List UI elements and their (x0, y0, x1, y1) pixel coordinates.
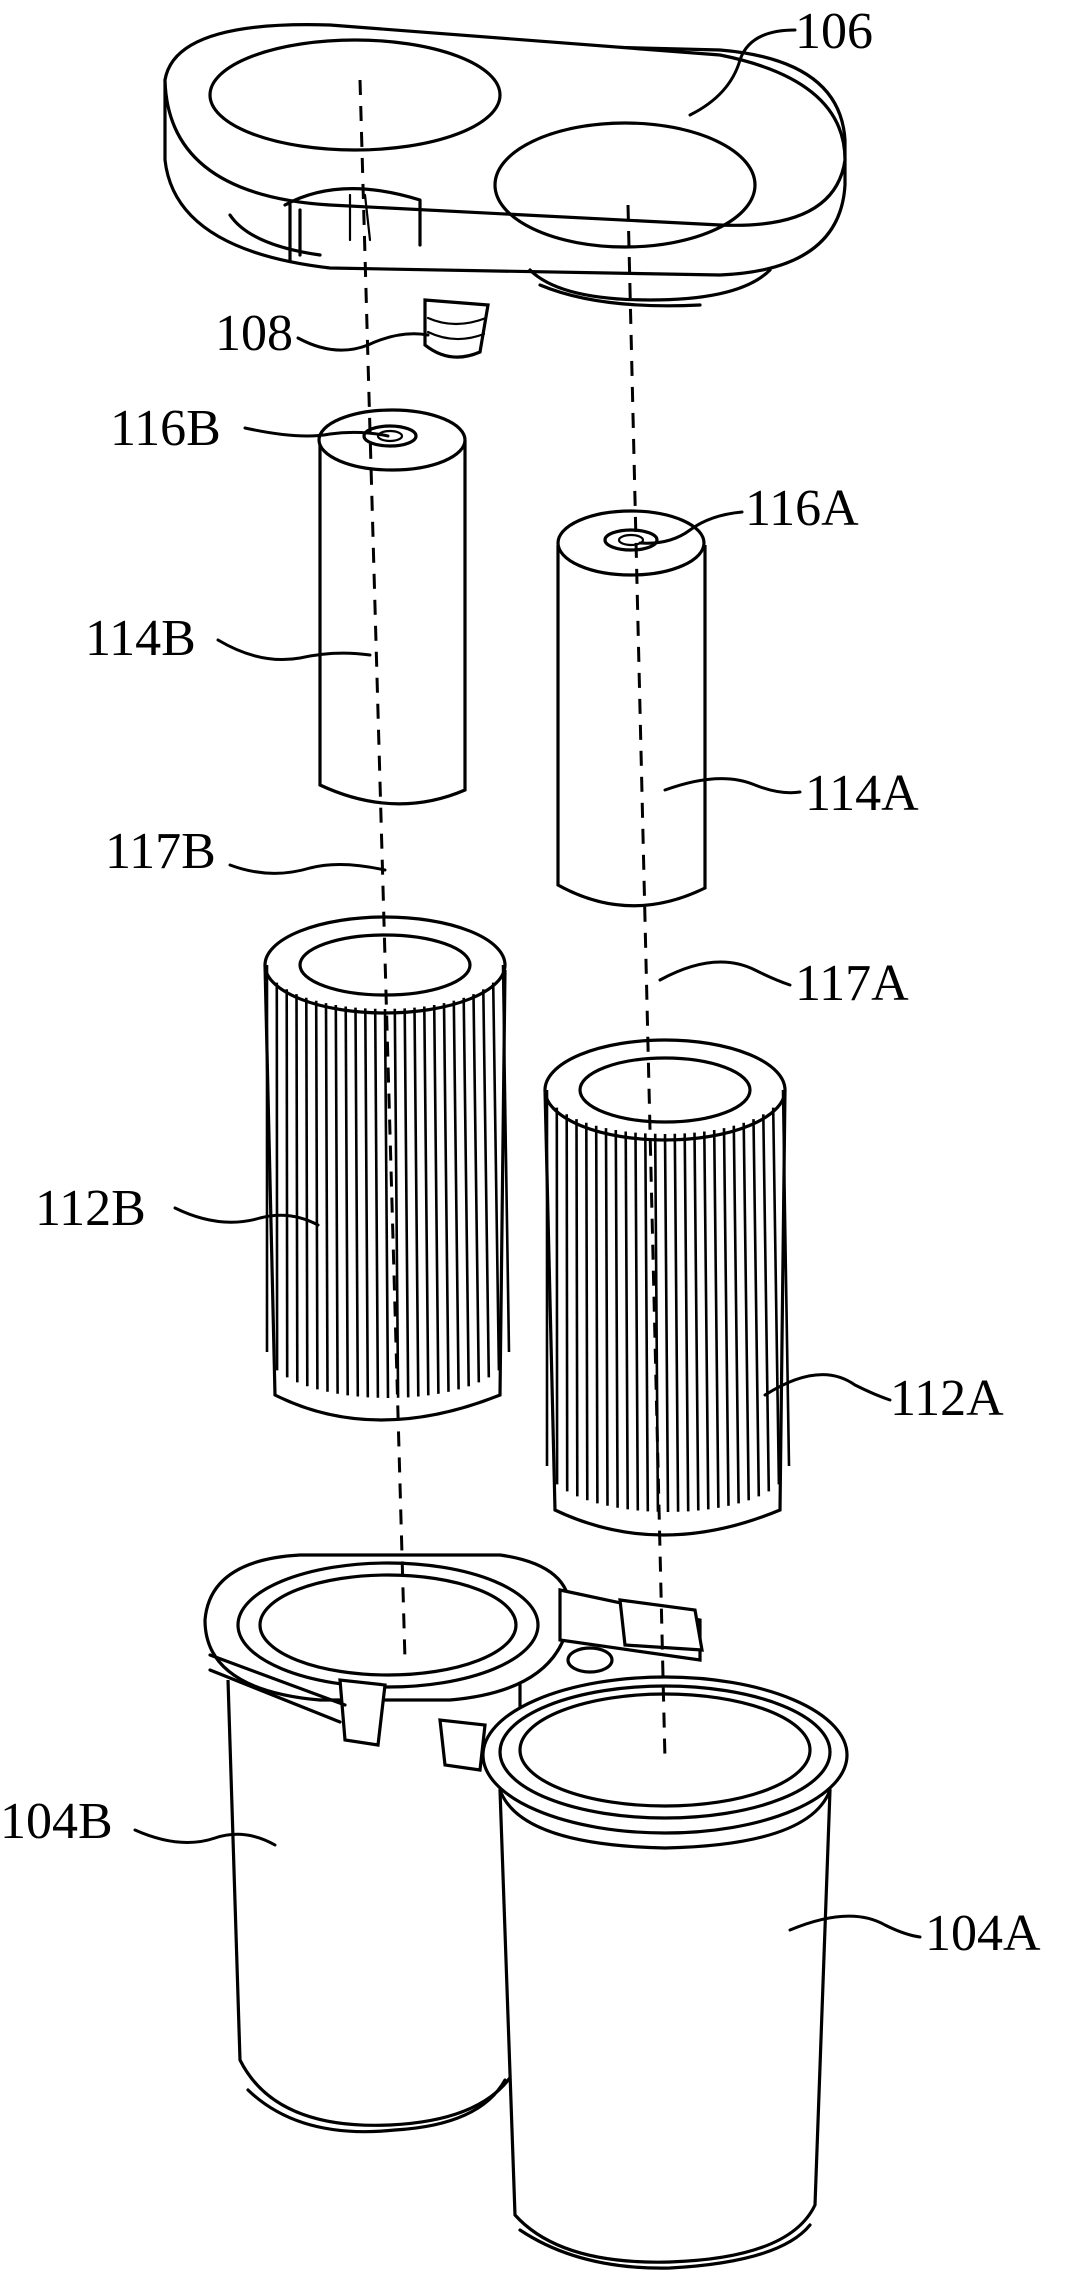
filter-112A-rib (614, 1129, 619, 1508)
leader-106 (688, 28, 797, 117)
filter-112B-rib (354, 1007, 360, 1397)
leader-114A (663, 777, 802, 795)
filter-112A-rib (584, 1122, 589, 1501)
cylinder-114B (317, 408, 467, 806)
leader-112B (173, 1206, 320, 1227)
filter-112A-ribs (545, 1089, 791, 1513)
housing-104B (203, 1553, 572, 2134)
filter-112B-rib (334, 1004, 339, 1394)
filter-112A-rib (594, 1125, 599, 1504)
filter-112A-rib (703, 1131, 710, 1510)
filter-112A-rib (663, 1133, 670, 1513)
label-112A: 112A (890, 1370, 1004, 1427)
filter-112A-rib (712, 1129, 720, 1508)
filter-112B-rib (472, 994, 481, 1383)
housing-bridge (438, 1588, 704, 1772)
filter-112B-rib (482, 989, 491, 1378)
filter-112A-rib (752, 1119, 761, 1497)
cylinder-114A (556, 509, 707, 908)
filter-112B-rib (314, 1000, 319, 1390)
filter-112A-rib (742, 1122, 750, 1501)
filter-112B-rib (393, 1008, 400, 1398)
filter-112A-rib (673, 1133, 680, 1512)
filter-112B-ribs (265, 964, 511, 1399)
leader-108 (296, 332, 430, 352)
label-108: 108 (215, 305, 293, 362)
label-114A: 114A (805, 765, 919, 822)
filter-112B-rib (413, 1007, 420, 1397)
filter-112A-rib (732, 1125, 740, 1504)
filter-112A-rib (781, 1089, 791, 1467)
screw-108 (423, 298, 490, 359)
label-114B: 114B (85, 610, 196, 667)
label-116A: 116A (745, 480, 859, 537)
cap-106 (163, 23, 847, 308)
filter-112A-rib (653, 1133, 660, 1512)
reference-labels: 106 108 116B 116A 114B 114A 117B 117A 11… (0, 3, 1041, 1962)
filter-112B-rib (452, 1000, 460, 1390)
leader-114B (216, 638, 372, 662)
leader-117B (228, 862, 387, 875)
filter-112B-rib (403, 1008, 410, 1398)
label-116B: 116B (110, 400, 221, 457)
label-104A: 104A (925, 1905, 1041, 1962)
filter-112B-rib (423, 1006, 430, 1396)
filter-112A-rib (762, 1114, 771, 1492)
filter-112B-rib (285, 989, 289, 1378)
filter-112B-rib (373, 1008, 380, 1398)
filter-112A-rib (575, 1119, 579, 1497)
label-112B: 112B (35, 1180, 146, 1237)
label-117A: 117A (795, 955, 909, 1012)
filter-112A-rib (722, 1128, 730, 1506)
filter-112A-rib (693, 1132, 700, 1511)
filter-112B-rib (295, 994, 299, 1383)
label-106: 106 (795, 3, 873, 60)
leader-112A (763, 1373, 892, 1402)
filter-112A-rib (644, 1133, 650, 1512)
filter-112B-rib (491, 982, 501, 1371)
leader-104A (788, 1914, 922, 1939)
leader-117A (658, 960, 792, 987)
filter-112B-rib (383, 1008, 390, 1399)
filter-112A-rib (634, 1132, 640, 1511)
filter-112A (543, 1038, 791, 1537)
filter-112B-rib (442, 1003, 450, 1392)
filter-112B-rib (344, 1006, 349, 1396)
filter-112B-rib (432, 1004, 440, 1394)
filter-112B-rib (324, 1003, 329, 1392)
leader-116A (638, 510, 744, 545)
filter-112A-rib (604, 1128, 609, 1506)
filter-112A-rib (683, 1133, 690, 1512)
label-104B: 104B (0, 1793, 113, 1850)
filter-112B-rib (304, 997, 309, 1387)
filter-112A-rib (565, 1114, 569, 1492)
filter-112B-rib (364, 1008, 370, 1398)
leader-lines (133, 28, 922, 1939)
filter-112B-rib (501, 964, 511, 1353)
filter-112A-rib (624, 1131, 629, 1510)
leader-116B (243, 426, 390, 438)
label-117B: 117B (105, 823, 216, 880)
filter-112A-rib (771, 1107, 781, 1485)
housing-104A (481, 1675, 849, 2270)
filter-112B-rib (462, 997, 470, 1387)
leader-104B (133, 1828, 277, 1847)
